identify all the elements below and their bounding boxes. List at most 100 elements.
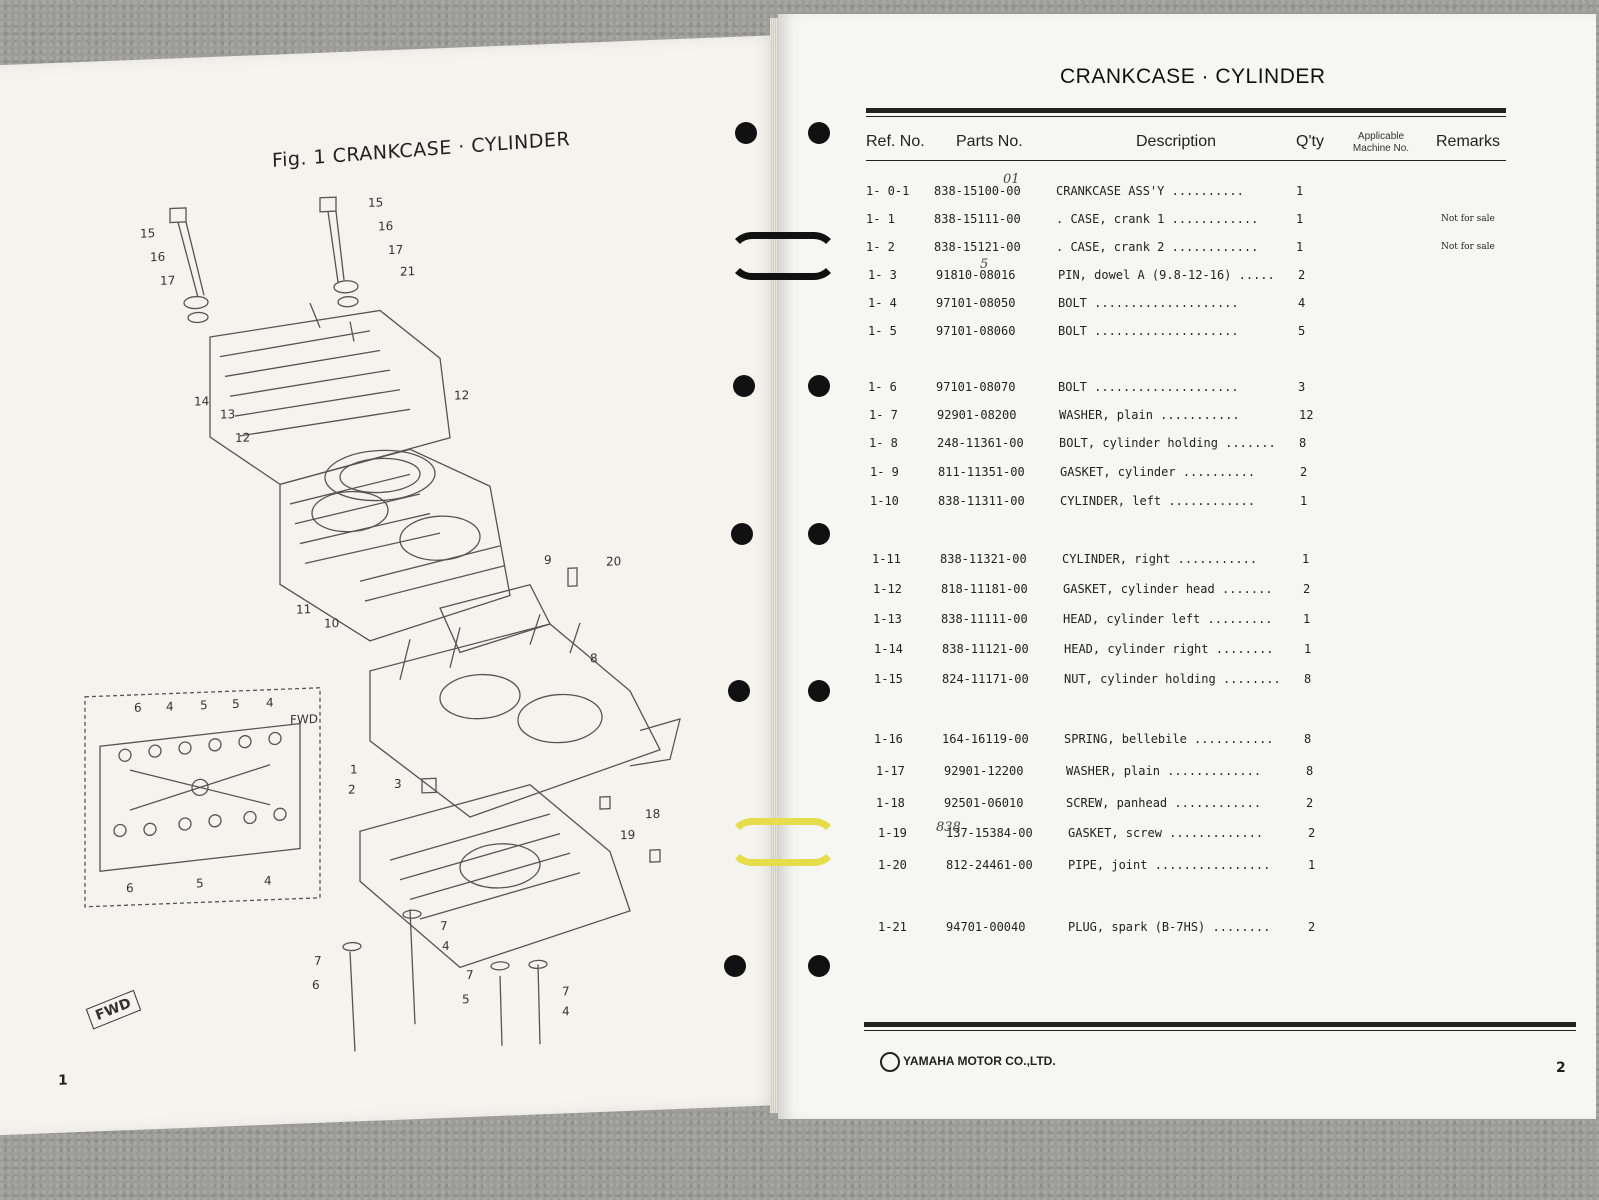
ref-no-cell: 1-14	[874, 642, 903, 656]
description-cell: SCREW, panhead ............	[1066, 796, 1262, 810]
ref-no-cell: 1-19	[878, 826, 907, 840]
qty-cell: 2	[1308, 920, 1316, 934]
header-top-thin-rule	[866, 116, 1506, 117]
callout-21: 21	[400, 264, 415, 279]
parts-no-cell: 811-11351-00	[938, 465, 1025, 479]
callout-15b: 15	[368, 195, 383, 210]
ref-no-cell: 1-11	[872, 552, 901, 566]
parts-no-cell: 838-15111-00	[934, 212, 1021, 226]
callout-6a: 6	[312, 978, 320, 992]
binder-hole-icon	[808, 955, 830, 977]
callout-10: 10	[324, 616, 339, 631]
callout-1: 1	[350, 762, 358, 776]
header-description: Description	[1136, 133, 1217, 150]
lower-crankcase	[359, 784, 631, 969]
binder-hole-icon	[808, 122, 830, 144]
qty-cell: 5	[1298, 324, 1306, 338]
description-cell: GASKET, cylinder head .......	[1063, 582, 1273, 596]
parts-no-cell: 94701-00040	[946, 920, 1026, 934]
ref-no-cell: 1-17	[876, 764, 905, 778]
qty-cell: 8	[1306, 764, 1314, 778]
callout-inset-4c: 4	[264, 874, 272, 888]
figure-title: Fig. 1 CRANKCASE · CYLINDER	[271, 127, 571, 172]
qty-cell: 1	[1296, 212, 1304, 226]
qty-cell: 2	[1298, 268, 1306, 282]
parts-no-cell: 91810-08016	[936, 268, 1016, 282]
callout-16a: 16	[150, 250, 165, 265]
callout-11: 11	[296, 602, 311, 617]
parts-no-cell: 97101-08060	[936, 324, 1016, 338]
ref-no-cell: 1- 0-1	[866, 184, 910, 198]
page-stack-edges	[770, 18, 780, 1113]
ref-no-cell: 1- 1	[866, 212, 895, 226]
callout-7b: 7	[314, 954, 322, 968]
header-ref-no: Ref. No.	[866, 133, 925, 150]
ref-no-cell: 1-18	[876, 796, 905, 810]
binder-hole-icon	[733, 375, 755, 397]
callout-inset-5b: 5	[232, 697, 240, 711]
callout-20: 20	[606, 554, 621, 569]
ref-no-cell: 1- 6	[868, 380, 897, 394]
cylinders	[279, 448, 511, 642]
qty-cell: 1	[1302, 552, 1310, 566]
qty-cell: 4	[1298, 296, 1306, 310]
description-cell: BOLT ....................	[1058, 380, 1239, 394]
qty-cell: 1	[1304, 642, 1312, 656]
description-cell: CYLINDER, right ...........	[1062, 552, 1258, 566]
header-applicable: Applicable Machine No.	[1352, 131, 1410, 154]
header-qty: Q'ty	[1296, 133, 1324, 150]
qty-cell: 2	[1300, 465, 1308, 479]
callout-7a: 7	[440, 919, 448, 933]
footer-rule	[864, 1022, 1576, 1027]
header-bottom-rule	[866, 160, 1506, 161]
bolt-top-left	[169, 207, 187, 224]
qty-cell: 3	[1298, 380, 1306, 394]
description-cell: PLUG, spark (B-7HS) ........	[1068, 920, 1271, 934]
bottom-bolt-4	[409, 909, 416, 1025]
callout-inset-5c: 5	[196, 876, 204, 890]
callout-inset-5a: 5	[200, 698, 208, 712]
callout-9: 9	[544, 553, 552, 567]
callout-inset-6b: 6	[126, 881, 134, 895]
right-page-number: 2	[1556, 1060, 1566, 1076]
ref-no-cell: 1- 4	[868, 296, 897, 310]
callout-8: 8	[590, 651, 598, 665]
handwritten-note-838: 838	[936, 820, 961, 835]
callout-16b: 16	[378, 219, 393, 234]
parts-no-cell: 824-11171-00	[942, 672, 1029, 686]
callout-19: 19	[620, 828, 635, 843]
callout-5a: 5	[462, 992, 470, 1006]
head-gasket	[324, 449, 436, 502]
parts-no-cell: 838-11321-00	[940, 552, 1027, 566]
ref-no-cell: 1-15	[874, 672, 903, 686]
parts-no-cell: 248-11361-00	[937, 436, 1024, 450]
binder-hole-icon	[735, 122, 757, 144]
right-page-title: CRANKCASE · CYLINDER	[1060, 65, 1326, 88]
qty-cell: 1	[1296, 240, 1304, 254]
qty-cell: 1	[1300, 494, 1308, 508]
callout-4a: 4	[442, 939, 450, 953]
bottom-bolt-5	[499, 975, 503, 1046]
right-page	[778, 14, 1596, 1119]
ref-no-cell: 1- 7	[869, 408, 898, 422]
handwritten-note-5: 5	[980, 257, 989, 272]
description-cell: BOLT, cylinder holding .......	[1059, 436, 1276, 450]
inset-fwd-label: FWD	[290, 712, 318, 727]
callout-18: 18	[645, 807, 660, 822]
parts-no-cell: 838-11111-00	[941, 612, 1028, 626]
ref-no-cell: 1- 2	[866, 240, 895, 254]
description-cell: . CASE, crank 2 ............	[1056, 240, 1259, 254]
binder-ring-yellow-icon	[728, 818, 838, 866]
qty-cell: 12	[1299, 408, 1314, 422]
ref-no-cell: 1- 9	[870, 465, 899, 479]
yamaha-logo: YAMAHA MOTOR CO.,LTD.	[880, 1052, 1056, 1072]
description-cell: CYLINDER, left ............	[1060, 494, 1256, 508]
parts-no-cell: 818-11181-00	[941, 582, 1028, 596]
callout-inset-4a: 4	[166, 699, 174, 713]
header-remarks: Remarks	[1436, 133, 1501, 150]
qty-cell: 8	[1299, 436, 1307, 450]
qty-cell: 2	[1308, 826, 1316, 840]
description-cell: PIN, dowel A (9.8-12-16) .....	[1058, 268, 1275, 282]
handwritten-note-01: 01	[1003, 172, 1020, 187]
parts-no-cell: 838-11121-00	[942, 642, 1029, 656]
